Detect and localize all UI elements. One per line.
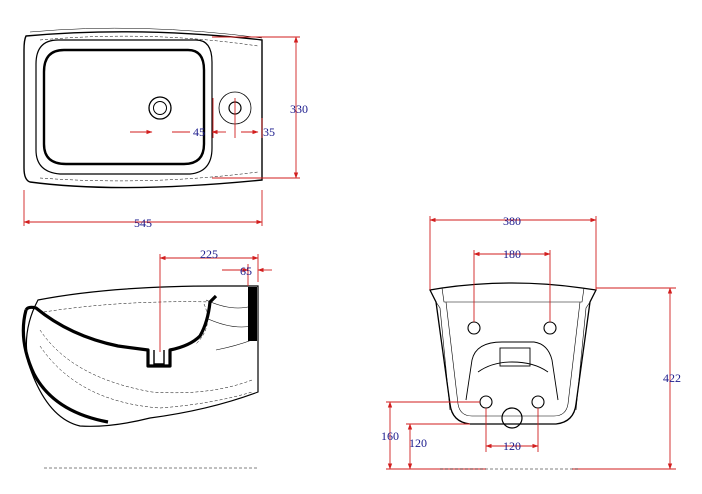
- waste-outlet: [501, 407, 523, 429]
- dim-width: 545: [134, 216, 152, 230]
- dim-back-width: 380: [503, 214, 521, 228]
- fixing-hole: [543, 321, 557, 335]
- drain-hole: [148, 96, 172, 120]
- side-view: 225 65: [21, 247, 272, 469]
- dim-depth: 330: [290, 102, 308, 116]
- dim-lower-height-alt: 120: [409, 436, 427, 450]
- dim-hole-offset: 45: [193, 125, 205, 139]
- back-view: 380 180 422 160 120 120: [381, 214, 681, 470]
- dim-wall-thickness: 65: [240, 264, 252, 278]
- dim-back-height: 422: [663, 371, 681, 385]
- dim-lower-height: 160: [381, 429, 399, 443]
- fixing-hole: [479, 395, 493, 409]
- dim-lower-spacing: 120: [503, 439, 521, 453]
- dim-hole-edge: 35: [263, 125, 275, 139]
- fixing-hole: [531, 395, 545, 409]
- fixing-hole: [467, 321, 481, 335]
- top-view: 330 545 45 35: [23, 27, 308, 230]
- dim-upper-spacing: 180: [503, 247, 521, 261]
- dim-outlet-position: 225: [200, 247, 218, 261]
